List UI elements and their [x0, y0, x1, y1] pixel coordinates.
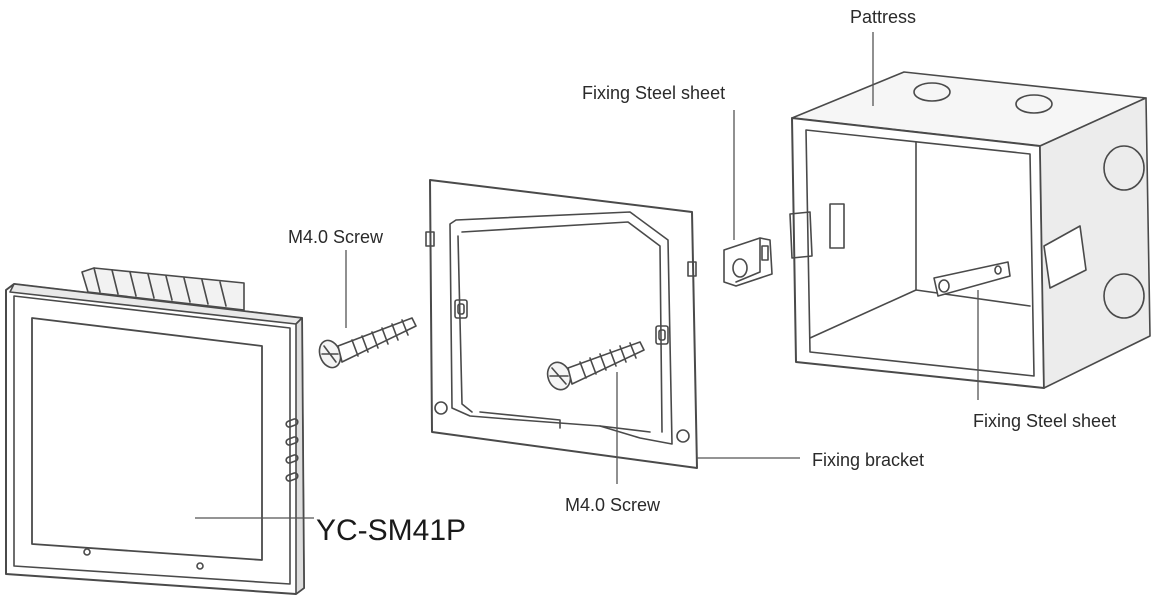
device-heatsink: [81, 267, 245, 311]
label-fixing-steel-sheet-right: Fixing Steel sheet: [973, 411, 1117, 431]
pattress-box: [789, 71, 1151, 389]
device-hole-right: [196, 562, 204, 570]
device-screen: [31, 317, 263, 561]
label-pattress: Pattress: [850, 7, 917, 27]
fixing-steel-sheet-clip: [723, 237, 773, 287]
label-fixing-steel-sheet-top: Fixing Steel sheet: [582, 83, 726, 103]
label-m4-screw-left: M4.0 Screw: [288, 227, 384, 247]
device-panel: [5, 267, 305, 595]
leader-lines: [195, 32, 979, 519]
label-model: YC-SM41P: [316, 514, 467, 547]
fixing-bracket: [425, 179, 698, 469]
device-hole-left: [83, 548, 91, 556]
screw-bottom: [546, 341, 645, 391]
label-m4-screw-bottom: M4.0 Screw: [565, 495, 661, 515]
device-side-slots: [285, 418, 299, 482]
label-fixing-bracket: Fixing bracket: [812, 450, 925, 470]
screw-left: [318, 317, 417, 369]
